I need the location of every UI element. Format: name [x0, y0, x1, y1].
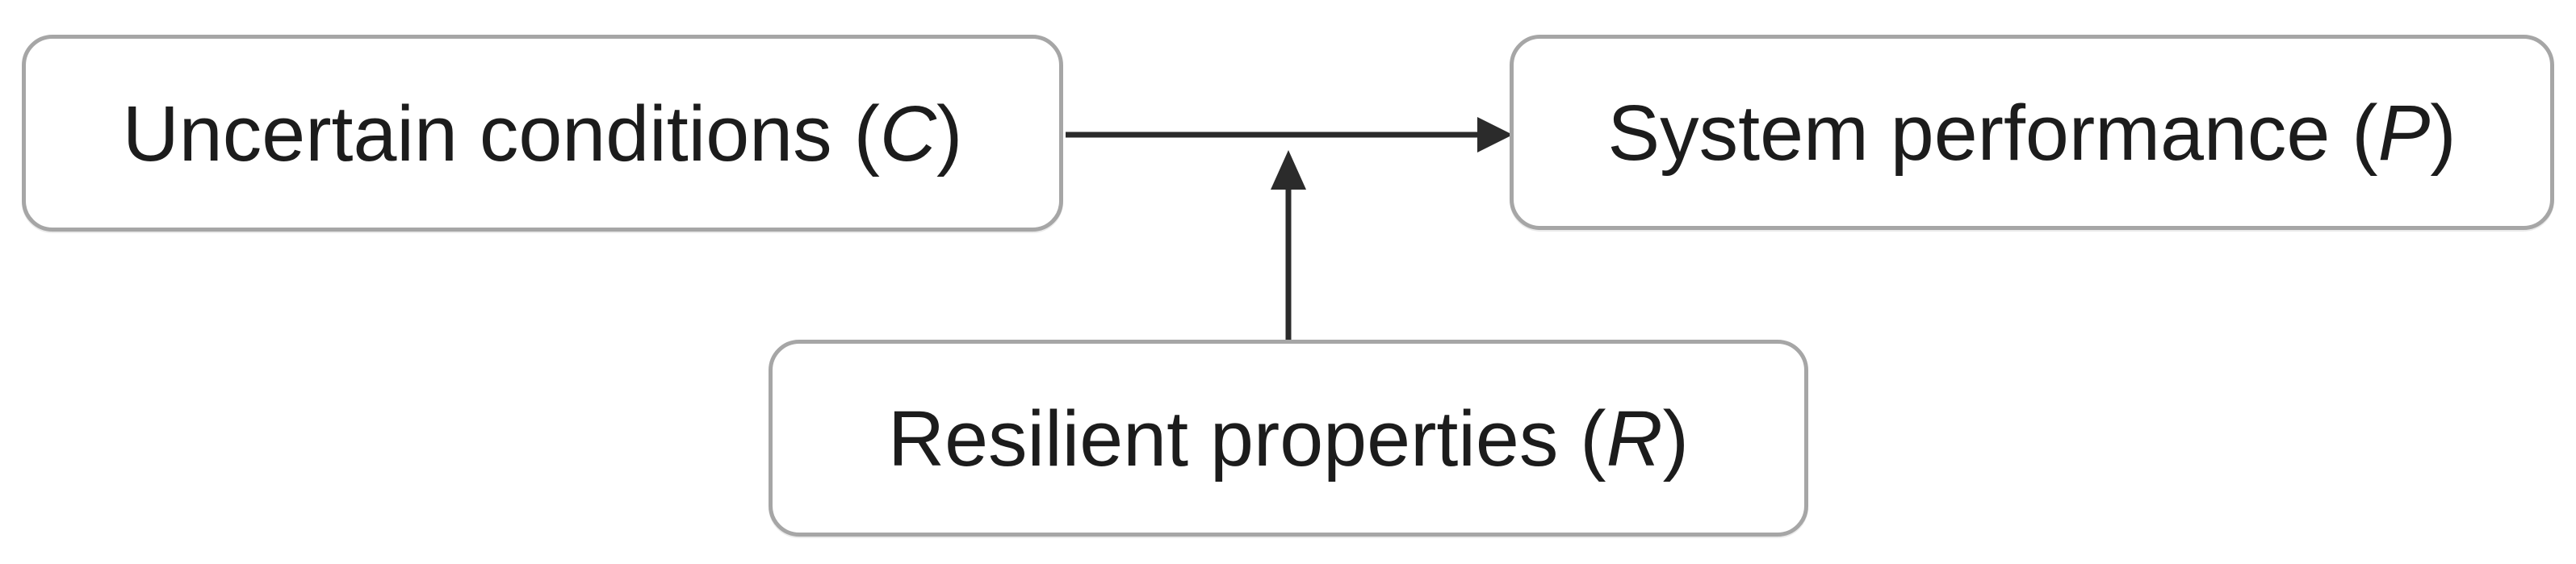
causal-arrow-head-icon [1477, 117, 1513, 152]
node-system-performance: System performance (P) [1510, 35, 2554, 230]
node-resilient-properties-label: Resilient properties ( [888, 394, 1606, 483]
moderating-arrow-head-icon [1271, 150, 1306, 190]
node-uncertain-conditions-label: Uncertain conditions ( [122, 89, 880, 178]
node-system-performance-close: ) [2430, 88, 2457, 177]
node-system-performance-label: System performance ( [1607, 88, 2378, 177]
node-resilient-properties-close: ) [1662, 394, 1689, 483]
node-uncertain-conditions-symbol: C [879, 89, 936, 178]
node-resilient-properties: Resilient properties (R) [769, 340, 1808, 537]
node-system-performance-symbol: P [2377, 88, 2431, 177]
node-resilient-properties-symbol: R [1606, 394, 1663, 483]
node-uncertain-conditions-close: ) [936, 89, 963, 178]
node-uncertain-conditions: Uncertain conditions (C) [22, 35, 1063, 232]
